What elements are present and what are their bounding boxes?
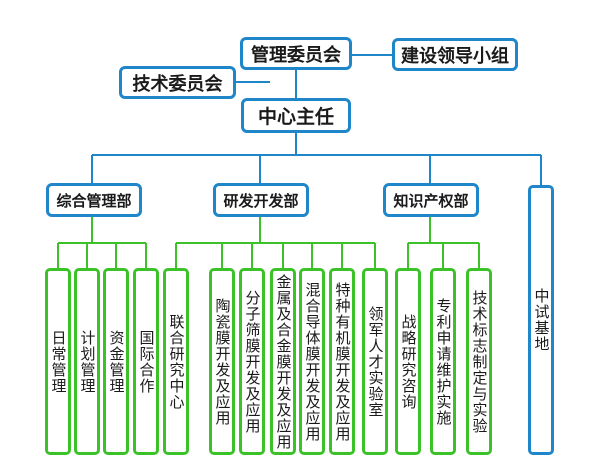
general-unit-label: 国际合作	[137, 329, 156, 394]
rd-unit-label: 领军人才实验室	[366, 305, 385, 418]
rd-unit-label: 金属及合金膜开发及应用	[274, 273, 293, 450]
ip-unit-box: 战略研究咨询	[395, 268, 421, 455]
rd-unit-label: 混合导体膜开发及应用	[303, 281, 322, 442]
general-unit-box: 计划管理	[74, 268, 100, 455]
general-management-dept: 综合管理部	[46, 183, 142, 217]
rd-unit-label: 特种有机膜开发及应用	[333, 281, 352, 442]
rd-unit-box: 陶瓷膜开发及应用	[209, 268, 235, 455]
rd-unit-box: 金属及合金膜开发及应用	[270, 268, 296, 455]
pilot-base-box: 中试基地	[528, 185, 554, 455]
management-committee-label: 管理委员会	[251, 44, 341, 66]
general-unit-label: 日常管理	[49, 329, 68, 394]
rd-unit-label: 陶瓷膜开发及应用	[213, 297, 232, 426]
general-management-label: 综合管理部	[56, 191, 132, 210]
general-unit-label: 资金管理	[107, 329, 126, 394]
ip-dept: 知识产权部	[383, 183, 479, 217]
general-unit-box: 国际合作	[133, 268, 159, 455]
center-director-box: 中心主任	[241, 98, 351, 133]
ip-unit-box: 专利申请维护实施	[430, 268, 456, 455]
ip-unit-label: 战略研究咨询	[399, 313, 418, 410]
ip-unit-box: 技术标志制定与实验	[466, 268, 492, 455]
rd-label: 研发开发部	[223, 191, 299, 210]
construction-group-label: 建设领导小组	[401, 45, 509, 67]
center-director-label: 中心主任	[257, 106, 334, 128]
rd-unit-box: 分子筛膜开发及应用	[239, 268, 265, 455]
ip-unit-label: 技术标志制定与实验	[470, 289, 489, 434]
tech-committee-box: 技术委员会	[119, 66, 236, 99]
construction-group-box: 建设领导小组	[392, 38, 518, 71]
rd-unit-label: 联合研究中心	[167, 313, 186, 410]
rd-unit-label: 分子筛膜开发及应用	[243, 289, 262, 434]
rd-unit-box: 混合导体膜开发及应用	[299, 268, 325, 455]
ip-label: 知识产权部	[393, 191, 469, 210]
general-unit-label: 计划管理	[78, 329, 97, 394]
rd-unit-box: 领军人才实验室	[362, 268, 388, 455]
general-unit-box: 日常管理	[45, 268, 71, 455]
management-committee-box: 管理委员会	[240, 37, 352, 70]
general-unit-box: 资金管理	[103, 268, 129, 455]
tech-committee-label: 技术委员会	[132, 73, 223, 95]
pilot-base-label: 中试基地	[532, 288, 551, 352]
rd-unit-box: 特种有机膜开发及应用	[329, 268, 355, 455]
rd-unit-box: 联合研究中心	[163, 268, 189, 455]
rd-dept: 研发开发部	[213, 183, 309, 217]
ip-unit-label: 专利申请维护实施	[434, 297, 453, 426]
